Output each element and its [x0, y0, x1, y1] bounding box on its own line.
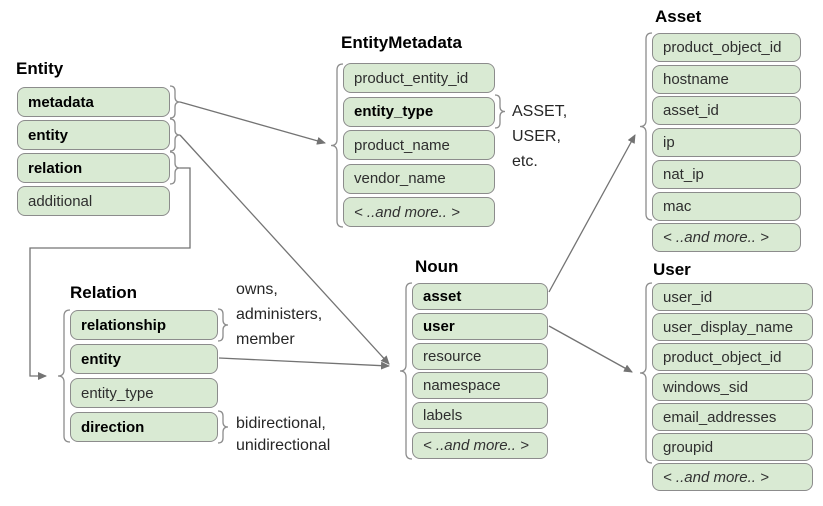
field-relation-entity_type: entity_type	[70, 378, 218, 408]
annotation-entity-type-values: ASSET, USER, etc.	[512, 99, 567, 174]
field-asset-product_object_id: product_object_id	[652, 33, 801, 62]
field-asset-asset_id: asset_id	[652, 96, 801, 126]
field-asset-hostname: hostname	[652, 64, 801, 94]
arrow-relation-entity-to-noun	[218, 357, 390, 370]
annotation-direction-values: bidirectional, unidirectional	[236, 413, 330, 457]
field-noun-user: user	[412, 312, 548, 340]
annotation-line: unidirectional	[236, 437, 331, 454]
field-noun-resource: resource	[412, 342, 548, 370]
annotation-line: USER,	[512, 128, 561, 145]
stub-entity-relation	[169, 151, 181, 185]
annotation-line: member	[236, 331, 295, 348]
field-user-product_object_id: product_object_id	[652, 343, 813, 371]
field-noun-asset: asset	[412, 283, 548, 310]
brace-left-asset	[639, 32, 653, 221]
field-entity-metadata: metadata	[17, 87, 170, 117]
field-user-email_addresses: email_addresses	[652, 403, 813, 431]
stub-entity-entity	[169, 118, 181, 152]
annotation-line: etc.	[512, 153, 538, 170]
brace-left-user	[639, 282, 653, 464]
stub-entity-metadata	[169, 85, 181, 119]
field-noun-namespace: namespace	[412, 372, 548, 400]
annotation-line: administers,	[236, 306, 323, 323]
brace-left-noun	[399, 282, 413, 460]
stub-entitymetadata-entity-type	[494, 94, 506, 129]
entity-table-title: Entity	[16, 59, 64, 78]
field-noun-andmore: < ..and more.. >	[412, 432, 548, 459]
field-entity_metadata-product_entity_id: product_entity_id	[343, 63, 495, 93]
field-user-user_id: user_id	[652, 283, 813, 311]
field-relation-relationship: relationship	[70, 310, 218, 340]
field-asset-ip: ip	[652, 128, 801, 158]
arrow-metadata-to-entitymetadata	[179, 101, 326, 145]
field-asset-andmore: < ..and more.. >	[652, 223, 801, 253]
field-asset-nat_ip: nat_ip	[652, 159, 801, 189]
field-entity_metadata-entity_type: entity_type	[343, 96, 495, 127]
field-user-windows_sid: windows_sid	[652, 373, 813, 401]
entity_metadata-table-title: EntityMetadata	[341, 33, 462, 52]
noun-table-title: Noun	[415, 257, 459, 276]
field-noun-labels: labels	[412, 402, 548, 430]
arrow-noun-user-to-user	[548, 325, 633, 373]
relation-table-title: Relation	[70, 283, 138, 302]
field-relation-direction: direction	[70, 412, 218, 442]
annotation-line: ASSET,	[512, 103, 568, 120]
annotation-line: bidirectional,	[236, 415, 326, 432]
stub-relation-relationship	[217, 308, 229, 342]
brace-left-relation	[57, 309, 71, 443]
field-entity_metadata-andmore: < ..and more.. >	[343, 197, 495, 227]
annotation-relationship-values: owns, administers, member	[236, 277, 322, 352]
annotation-line: owns,	[236, 281, 278, 298]
field-user-andmore: < ..and more.. >	[652, 463, 813, 491]
field-user-groupid: groupid	[652, 433, 813, 461]
field-asset-mac: mac	[652, 191, 801, 221]
field-entity-relation: relation	[17, 153, 170, 183]
field-user-user_display_name: user_display_name	[652, 313, 813, 341]
field-relation-entity: entity	[70, 344, 218, 374]
brace-left-entity_metadata	[330, 63, 344, 228]
user-table-title: User	[653, 260, 691, 279]
stub-relation-direction	[217, 410, 229, 444]
field-entity_metadata-vendor_name: vendor_name	[343, 163, 495, 194]
field-entity_metadata-product_name: product_name	[343, 130, 495, 160]
asset-table-title: Asset	[655, 7, 702, 26]
field-entity-additional: additional	[17, 186, 170, 216]
field-entity-entity: entity	[17, 120, 170, 150]
